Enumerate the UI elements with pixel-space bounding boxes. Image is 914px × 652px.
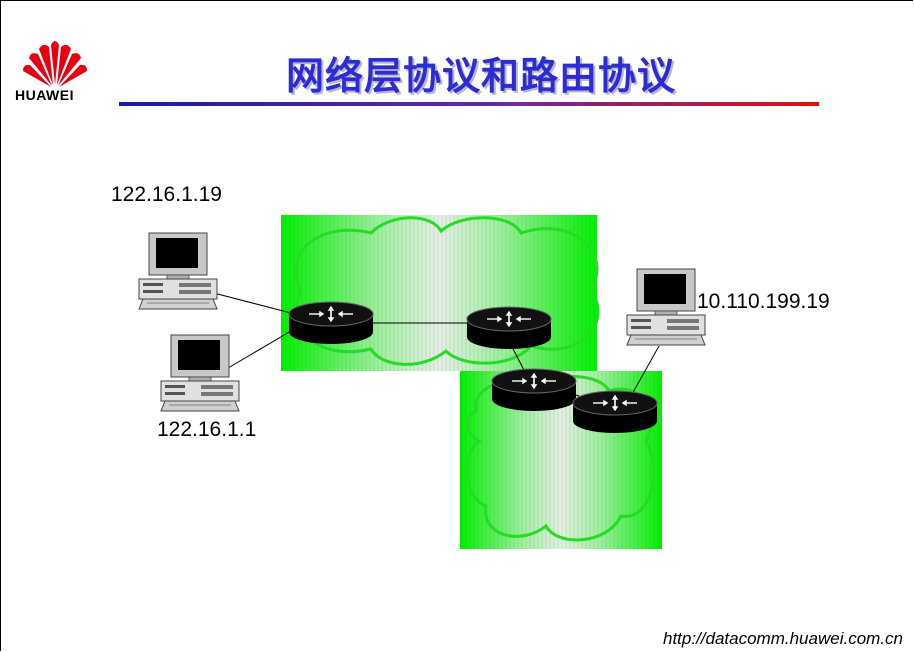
router-icon [491, 368, 577, 412]
host-ip-label: 10.110.199.19 [697, 290, 830, 313]
computer-icon [160, 334, 240, 412]
router-icon [572, 390, 658, 434]
footer-url: http://datacomm.huawei.com.cn [662, 629, 903, 648]
computer-icon [138, 232, 218, 310]
title-underline [119, 102, 819, 106]
router-icon [288, 301, 374, 345]
host-ip-label: 122.16.1.1 [157, 418, 257, 441]
huawei-logo-icon [23, 41, 87, 87]
host-ip-label: 122.16.1.19 [111, 183, 222, 206]
router-icon [466, 306, 552, 350]
logo-text: HUAWEI [15, 87, 74, 103]
network-cloud-icon [281, 215, 600, 371]
slide-title: 网络层协议和路由协议 [285, 54, 676, 98]
computer-icon [626, 268, 706, 346]
